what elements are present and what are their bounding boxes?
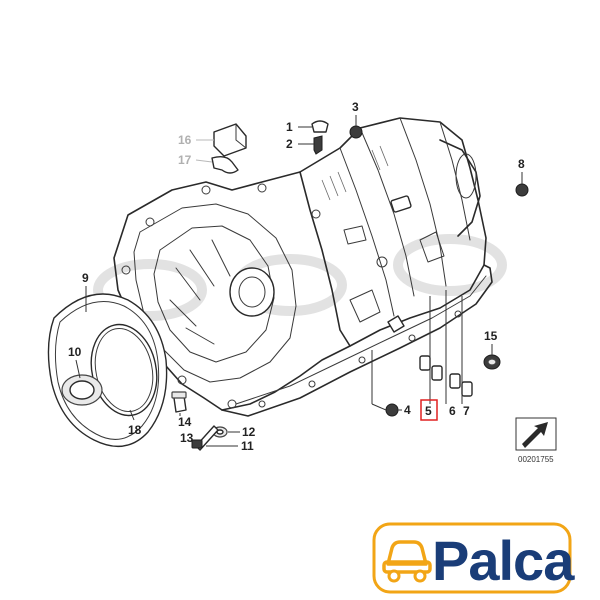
callout-18: 18 xyxy=(128,423,142,437)
callout-13: 13 xyxy=(180,431,194,445)
leader-lines xyxy=(75,115,523,447)
diagram-reference: 00201755 xyxy=(515,417,557,464)
part-7-sleeve xyxy=(461,381,473,397)
palca-logo: Palca xyxy=(372,522,576,594)
callout-7: 7 xyxy=(463,404,470,418)
transmission-housing xyxy=(113,117,493,417)
callout-11: 11 xyxy=(241,439,254,453)
callout-2: 2 xyxy=(286,137,293,151)
part-2-plug xyxy=(313,135,323,155)
callout-labels: 1 2 3 4 5 6 7 8 9 10 11 12 13 14 15 16 1… xyxy=(68,100,525,453)
callout-14: 14 xyxy=(178,415,192,429)
callout-12: 12 xyxy=(242,425,256,439)
part-1-cap xyxy=(311,120,329,133)
part-16-bracket xyxy=(213,123,247,157)
part-3-bolt xyxy=(349,125,363,139)
callout-17: 17 xyxy=(178,153,192,167)
logo-frame xyxy=(372,522,572,594)
callout-9: 9 xyxy=(82,271,89,285)
callout-3: 3 xyxy=(352,100,359,114)
callout-5: 5 xyxy=(425,404,432,418)
highlight-box-part-5 xyxy=(420,399,438,421)
part-14-bolt xyxy=(171,391,187,413)
callout-10: 10 xyxy=(68,345,82,359)
part-15-plug xyxy=(483,354,501,370)
callout-15: 15 xyxy=(484,329,498,343)
callout-16: 16 xyxy=(178,133,192,147)
callout-8: 8 xyxy=(518,157,525,171)
reference-number: 00201755 xyxy=(518,455,554,464)
part-17-clip xyxy=(211,155,239,174)
part-8-plug xyxy=(515,183,529,197)
logo-text: Palca xyxy=(432,529,575,592)
callout-4: 4 xyxy=(404,403,411,417)
car-icon xyxy=(382,540,432,583)
arrow-icon xyxy=(522,422,548,448)
part-6-sleeve xyxy=(449,373,461,389)
part-5-sleeve xyxy=(419,355,443,381)
callout-1: 1 xyxy=(286,120,293,134)
part-10-shaft-seal xyxy=(61,374,103,406)
part-11-nut xyxy=(191,439,203,449)
background-watermark xyxy=(93,234,507,321)
callout-6: 6 xyxy=(449,404,456,418)
